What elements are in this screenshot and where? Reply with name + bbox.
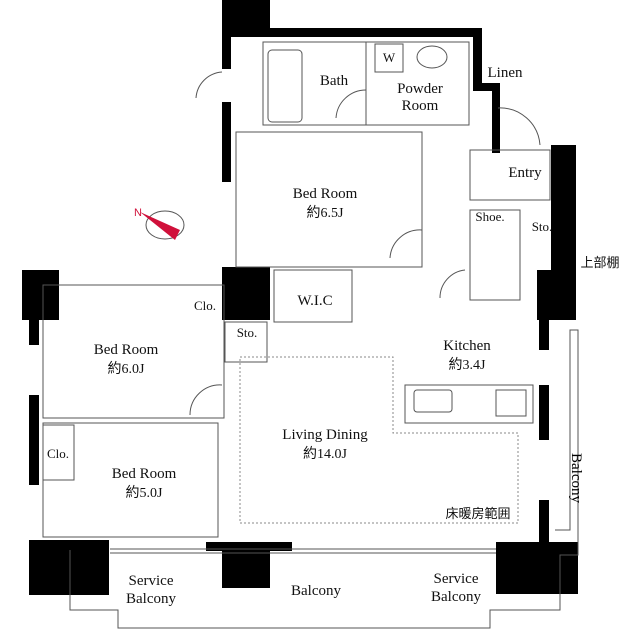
floor-heating-zone xyxy=(239,356,519,524)
label-service-balcony-left-1: Service xyxy=(128,573,174,589)
label-linen: Linen xyxy=(487,65,523,81)
label-bedroom-main: Bed Room xyxy=(292,186,358,202)
label-balcony-east: Balcony xyxy=(568,453,584,503)
label-bedroom-main-area: 約6.5J xyxy=(306,206,344,221)
label-closet-south: Clo. xyxy=(46,446,70,461)
compass-north-label: N xyxy=(134,207,142,219)
label-bedroom-west-area: 約6.0J xyxy=(107,362,145,377)
label-entry-storage: Sto. xyxy=(531,219,553,234)
compass-icon: N xyxy=(134,207,185,240)
interior-lines xyxy=(42,41,579,629)
label-washer: W xyxy=(382,50,396,65)
label-powder-room-2: Room xyxy=(401,98,439,114)
label-service-balcony-right-2: Balcony xyxy=(431,589,481,605)
label-service-balcony-left-2: Balcony xyxy=(126,591,176,607)
label-balcony-south: Balcony xyxy=(291,583,341,599)
label-bedroom-west: Bed Room xyxy=(93,342,159,358)
door-swings xyxy=(189,71,541,416)
label-wic: W.I.C xyxy=(297,293,333,309)
label-upper-shelf: 上部棚 xyxy=(580,255,620,270)
structural-walls xyxy=(22,0,578,595)
label-entry: Entry xyxy=(508,165,542,181)
label-hall-storage: Sto. xyxy=(236,325,258,340)
label-living-dining: Living Dining xyxy=(282,427,368,443)
label-closet-west: Clo. xyxy=(193,298,217,313)
label-powder-room-1: Powder xyxy=(397,81,443,97)
label-living-dining-area: 約14.0J xyxy=(303,447,347,462)
label-service-balcony-right-1: Service xyxy=(433,571,479,587)
label-bedroom-south: Bed Room xyxy=(111,466,177,482)
label-floor-heating: 床暖房範囲 xyxy=(445,506,511,521)
label-kitchen: Kitchen xyxy=(443,338,491,354)
label-bedroom-south-area: 約5.0J xyxy=(125,486,163,501)
label-bath: Bath xyxy=(319,73,349,89)
label-shoe: Shoe. xyxy=(475,209,505,224)
label-kitchen-area: 約3.4J xyxy=(448,358,486,373)
